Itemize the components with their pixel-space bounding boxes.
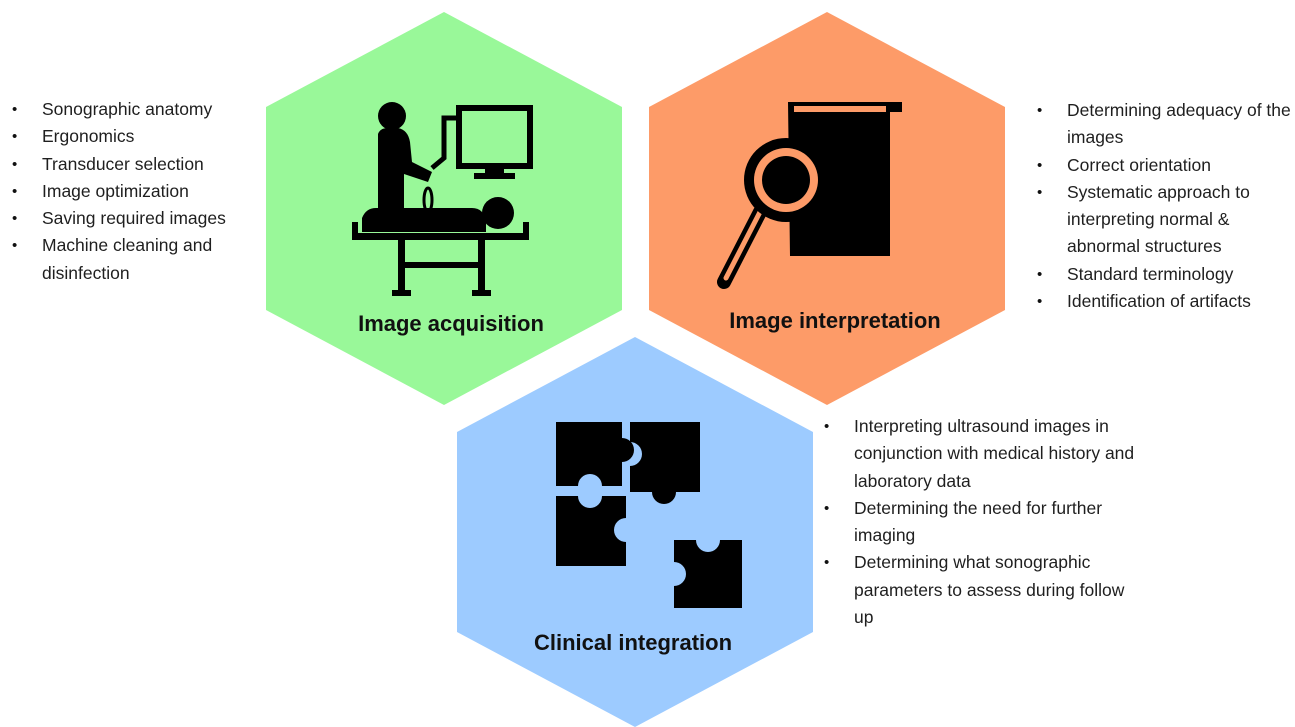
bullet-item: Determining adequacy of the images — [1035, 97, 1295, 152]
title-image-acquisition: Image acquisition — [358, 311, 544, 336]
bullet-item: Determining what sonographic parameters … — [822, 549, 1142, 631]
bullet-item: Ergonomics — [10, 123, 260, 151]
bullet-item: Standard terminology — [1035, 261, 1295, 289]
title-image-interpretation: Image interpretation — [729, 308, 940, 333]
bullet-item: Systematic approach to interpreting norm… — [1035, 179, 1295, 261]
title-clinical-integration: Clinical integration — [534, 630, 732, 655]
image-interpretation-bullet-list: Determining adequacy of the images Corre… — [1035, 97, 1295, 316]
ultrasound-exam-icon — [352, 102, 533, 296]
puzzle-pieces-icon — [556, 422, 742, 608]
book-magnifier-icon — [717, 102, 902, 289]
bullet-item: Interpreting ultrasound images in conjun… — [822, 413, 1142, 495]
hexagon-clinical-integration — [457, 337, 813, 727]
bullet-item: Correct orientation — [1035, 152, 1295, 180]
bullet-item: Machine cleaning and disinfection — [10, 232, 260, 287]
bullet-item: Transducer selection — [10, 151, 260, 179]
bullet-item: Saving required images — [10, 205, 260, 233]
image-acquisition-bullet-list: Sonographic anatomy Ergonomics Transduce… — [10, 96, 260, 287]
bullet-item: Sonographic anatomy — [10, 96, 260, 124]
bullet-item: Determining the need for further imaging — [822, 495, 1142, 550]
clinical-integration-bullet-list: Interpreting ultrasound images in conjun… — [822, 413, 1142, 631]
bullet-item: Image optimization — [10, 178, 260, 206]
bullet-item: Identification of artifacts — [1035, 288, 1295, 316]
